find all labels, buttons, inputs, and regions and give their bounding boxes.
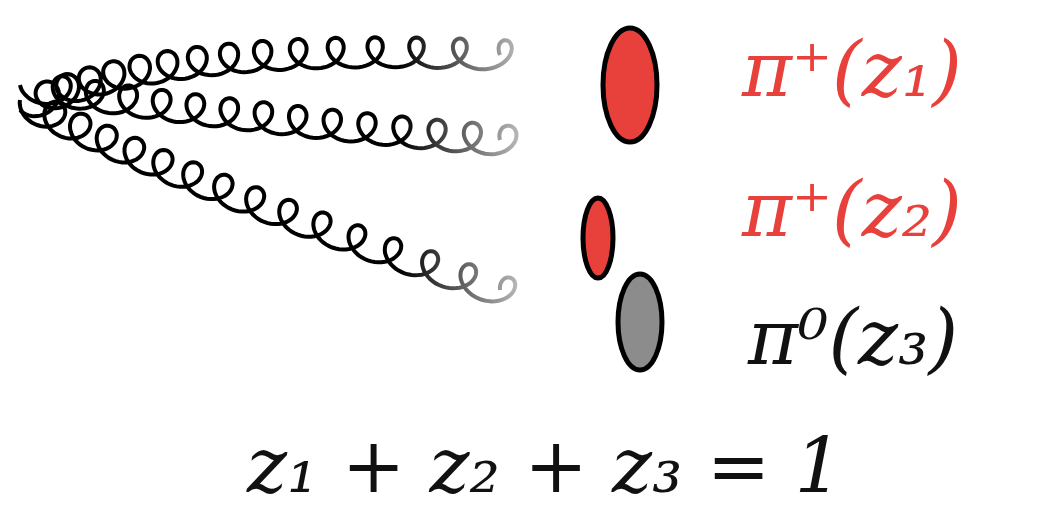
particle-label: π⁺(z₂) [742,172,962,248]
pion-blob [618,274,662,370]
fade-overlay [400,20,540,320]
particle-label: π⁰(z₃) [748,300,958,376]
pion-blob [603,28,657,142]
fade-overlay [540,20,560,320]
pion-blob [583,198,613,278]
momentum-equation: z₁ + z₂ + z₃ = 1 [247,428,843,504]
particle-label: π⁺(z₁) [742,32,962,108]
